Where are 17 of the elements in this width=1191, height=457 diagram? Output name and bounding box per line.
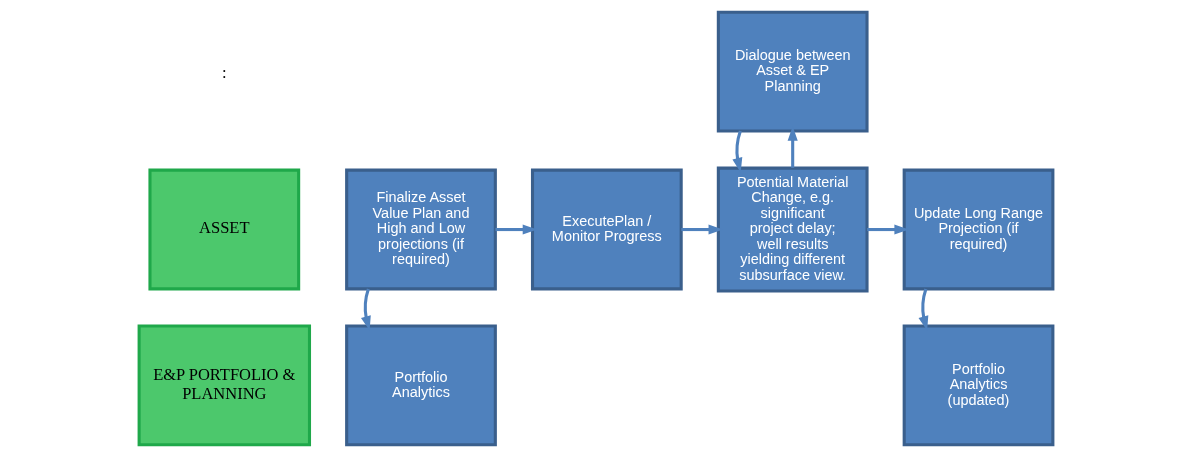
node-box: ASSET [147, 168, 300, 291]
label: : [221, 62, 227, 82]
node-box: Update Long Range Projection (if required) [902, 168, 1054, 291]
node-box: ExecutePlan / Monitor Progress [530, 168, 683, 291]
arrow [787, 126, 798, 168]
arrow [731, 130, 742, 173]
node-box: Dialogue between Asset & EP Planning [716, 10, 869, 133]
node-box: Finalize Asset Value Plan and High and Low projections (if required) [344, 168, 497, 291]
arrow [918, 288, 928, 331]
arrow [360, 288, 371, 331]
node-box: Potential Material Change, e.g. significant project delay; well results yielding different subsurface view. [716, 166, 869, 293]
node-box: Portfolio Analytics (updated) [902, 324, 1054, 447]
arrow [494, 224, 537, 235]
arrow [680, 224, 723, 235]
node-box: E&P PORTFOLIO & PLANNING [137, 324, 311, 447]
arrow [866, 224, 909, 235]
node-box: Portfolio Analytics [344, 324, 497, 447]
